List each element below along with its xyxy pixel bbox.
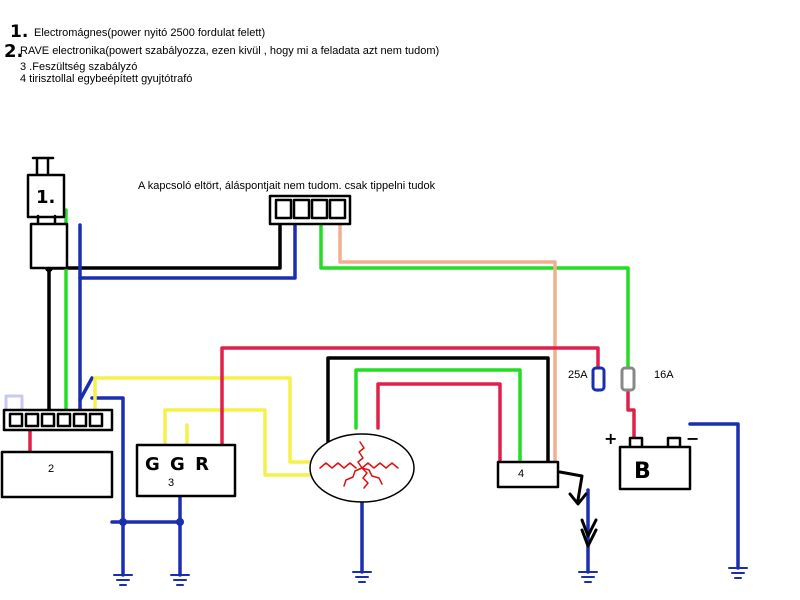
legend-number-2: 2. [4,41,24,62]
ignition-switch-connector [268,194,352,226]
component-1-label: 1. [36,187,55,208]
component-3-label: 3 [168,477,174,489]
yellow-wires [93,376,314,477]
battery-plus-label: + [604,429,617,448]
fuse-16a-label: 16A [654,369,674,381]
junction-dot [176,518,184,526]
ground-symbol [113,574,133,586]
junction-dot [119,518,127,526]
voltage-regulator-component [135,443,237,498]
ground-symbol [578,571,598,583]
legend-number-1: 1. [10,22,29,42]
battery-minus-label: − [686,429,699,448]
fuse-25a-label: 25A [568,369,588,381]
red-wires [28,346,636,464]
ground-symbol [170,574,190,586]
spark-plug-arrow [558,470,598,548]
component-2-label: 2 [48,463,54,475]
regulator-terminals-label: G G R [145,454,211,475]
component-4-label: 4 [518,468,524,480]
rave-electronics-component [0,408,114,499]
legend-item-3: 3 .Feszültség szabályzó [20,61,138,73]
legend-item-2: RAVE electronika(powert szabályozza, eze… [20,45,440,57]
green-wires [64,208,630,464]
battery-label: B [634,459,651,484]
ignition-coil-component [496,460,560,489]
ground-symbol [728,567,748,579]
fuse-25a [591,366,606,392]
peach-wire [338,223,557,464]
fuse-16a [620,366,636,392]
legend-item-4: 4 tirisztollal egybeépített gyujtótrafó [20,73,193,85]
lavender-wire [4,394,24,414]
legend-item-1: Electromágnes(power nyitó 2500 fordulat … [34,27,266,39]
battery-component [618,436,692,491]
ground-symbol [352,571,372,583]
stator-coil [309,433,415,503]
switch-note: A kapcsoló eltört, áláspontjait nem tudo… [138,180,436,192]
electromagnet-component [26,156,69,270]
